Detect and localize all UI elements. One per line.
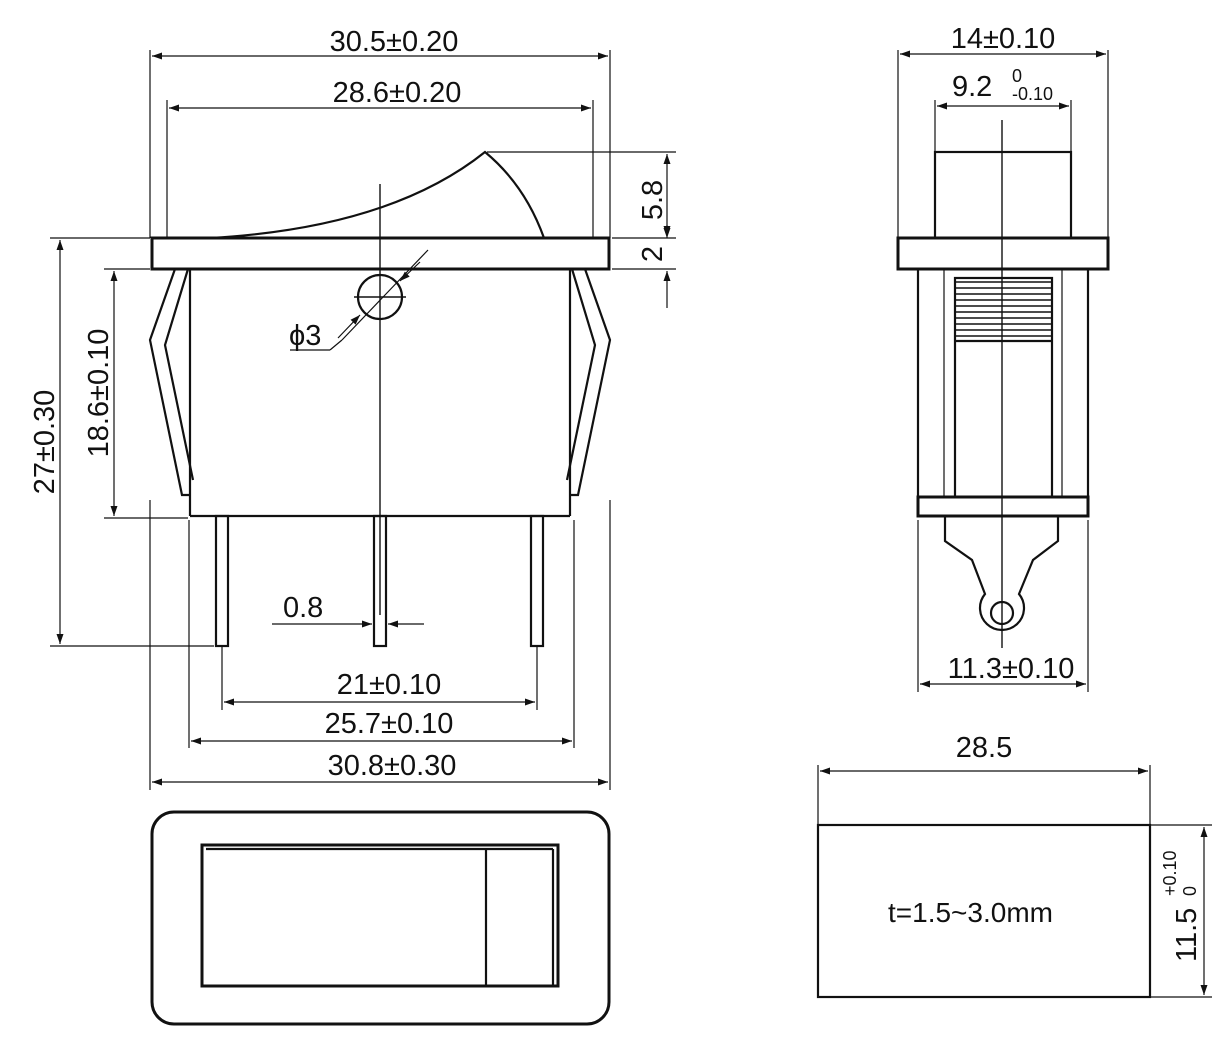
- cutout-rectangle: [816, 823, 1152, 999]
- top-view: [150, 810, 611, 1026]
- total-height-label: 27±0.30: [29, 390, 61, 495]
- pin-width-label: 0.8: [283, 592, 323, 624]
- side-base: [916, 495, 1090, 518]
- right-clip-outer: [570, 268, 612, 497]
- dimension-body-height: 18.6±0.10: [83, 268, 188, 519]
- flange-height-label: 2: [637, 246, 669, 262]
- side-body-width-label: 11.3±0.10: [948, 653, 1075, 685]
- actuator-height-label: 5.8: [637, 180, 669, 220]
- dimension-pin-width: 0.8: [272, 592, 424, 628]
- left-clip-inner: [163, 268, 195, 481]
- body-height-label: 18.6±0.10: [83, 329, 115, 458]
- cutout-height-tol-bottom: 0: [1180, 886, 1200, 896]
- dimension-cutout-width: 28.5: [817, 732, 1151, 825]
- dimension-total-height: 27±0.30: [29, 237, 214, 647]
- side-flange-width-label: 14±0.10: [951, 23, 1056, 55]
- right-clip-inner: [565, 268, 597, 481]
- cutout-width-label: 28.5: [956, 732, 1012, 764]
- pin-span-label: 21±0.10: [337, 669, 442, 701]
- dimension-side-flange-width: 14±0.10: [897, 23, 1109, 238]
- body-width-label: 25.7±0.10: [325, 708, 454, 740]
- dim-label-inner-width: 28.6±0.20: [333, 77, 462, 109]
- hole-diameter-label: ϕ3: [289, 320, 321, 352]
- clip-width-label: 30.8±0.30: [328, 750, 457, 782]
- terminal-pin-center: [372, 514, 388, 648]
- dimension-cutout-height: 11.5 +0.10 0: [1150, 824, 1212, 998]
- side-flange: [896, 236, 1110, 271]
- top-view-rocker: [200, 843, 560, 988]
- side-ribs: [955, 281, 1052, 343]
- dimension-pin-span: 21±0.10: [221, 646, 538, 710]
- rocker-actuator: [209, 150, 546, 240]
- dimension-outer-width: 30.5±0.20: [149, 26, 611, 238]
- mounting-hole: ϕ3: [289, 249, 429, 352]
- dimension-actuator-height: 5.8: [487, 151, 676, 270]
- dimension-inner-width: 28.6±0.20: [166, 77, 594, 238]
- terminal-pin-left: [214, 514, 230, 648]
- panel-thickness-label: t=1.5~3.0mm: [888, 897, 1053, 928]
- dimension-clip-width: 30.8±0.30: [149, 500, 611, 790]
- side-view: 14±0.10 9.2 0 -0.10: [896, 23, 1110, 692]
- side-actuator-width-label: 9.2: [952, 71, 992, 103]
- side-actuator-tol-top: 0: [1012, 66, 1022, 86]
- side-actuator: [933, 150, 1073, 240]
- dimension-body-width: 25.7±0.10: [188, 520, 575, 748]
- cutout-height-label: 11.5: [1171, 908, 1203, 962]
- top-view-bezel: [150, 810, 611, 1026]
- dimension-side-body-width: 11.3±0.10: [917, 520, 1089, 692]
- terminal-pin-right: [529, 514, 545, 648]
- front-view: 30.5±0.20 28.6±0.20: [29, 26, 676, 790]
- dimension-flange-height: 2: [637, 225, 671, 308]
- side-actuator-tol-bottom: -0.10: [1012, 84, 1053, 104]
- dim-label-outer-width: 30.5±0.20: [330, 26, 459, 58]
- cutout-height-tol-top: +0.10: [1160, 850, 1180, 896]
- left-clip-outer: [148, 268, 190, 497]
- side-body-inner: [953, 276, 1054, 499]
- panel-cutout: 28.5 t=1.5~3.0mm 11.5 +0.10 0: [816, 732, 1212, 999]
